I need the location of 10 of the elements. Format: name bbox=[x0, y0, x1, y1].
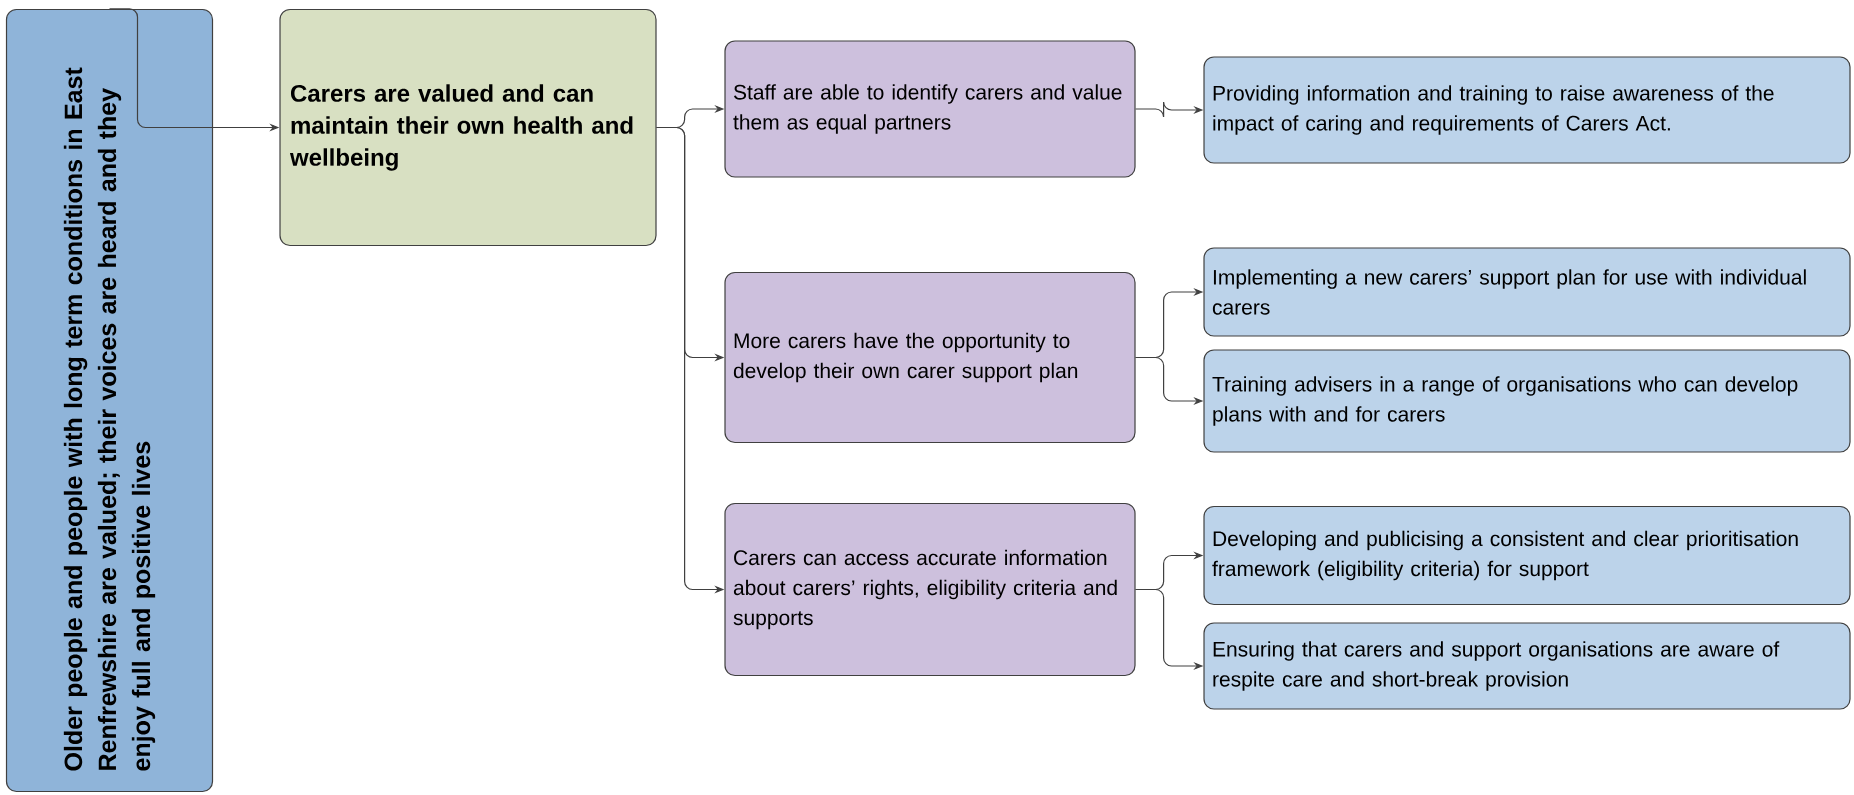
outcome-box: Staff are able to identify carers and value them as equal partners bbox=[724, 40, 1136, 178]
outcome-box: Carers are valued and can maintain their own health and wellbeing bbox=[279, 8, 657, 247]
action-box: Training advisers in a range of organisations who can develop plans with and for carers bbox=[1203, 349, 1851, 453]
outcome-box: Carers can access accurate information about carers’ rights, eligibility criteria and supports bbox=[724, 502, 1136, 677]
action-box: Implementing a new carers’ support plan for use with individual carers bbox=[1203, 247, 1851, 337]
outcome-box: More carers have the opportunity to develop their own carer support plan bbox=[724, 271, 1136, 444]
outcome-box: Older people and people with long term conditions in East Renfrewshire are valued; their voices are heard and they enjoy full and positive lives bbox=[5, 8, 214, 793]
action-box: Ensuring that carers and support organisations are aware of respite care and short-break provision bbox=[1203, 622, 1851, 710]
action-box: Providing information and training to raise awareness of the impact of caring and requirements of Carers Act. bbox=[1203, 56, 1851, 164]
action-box: Developing and publicising a consistent and clear prioritisation framework (eligibility criteria) for support bbox=[1203, 505, 1851, 606]
